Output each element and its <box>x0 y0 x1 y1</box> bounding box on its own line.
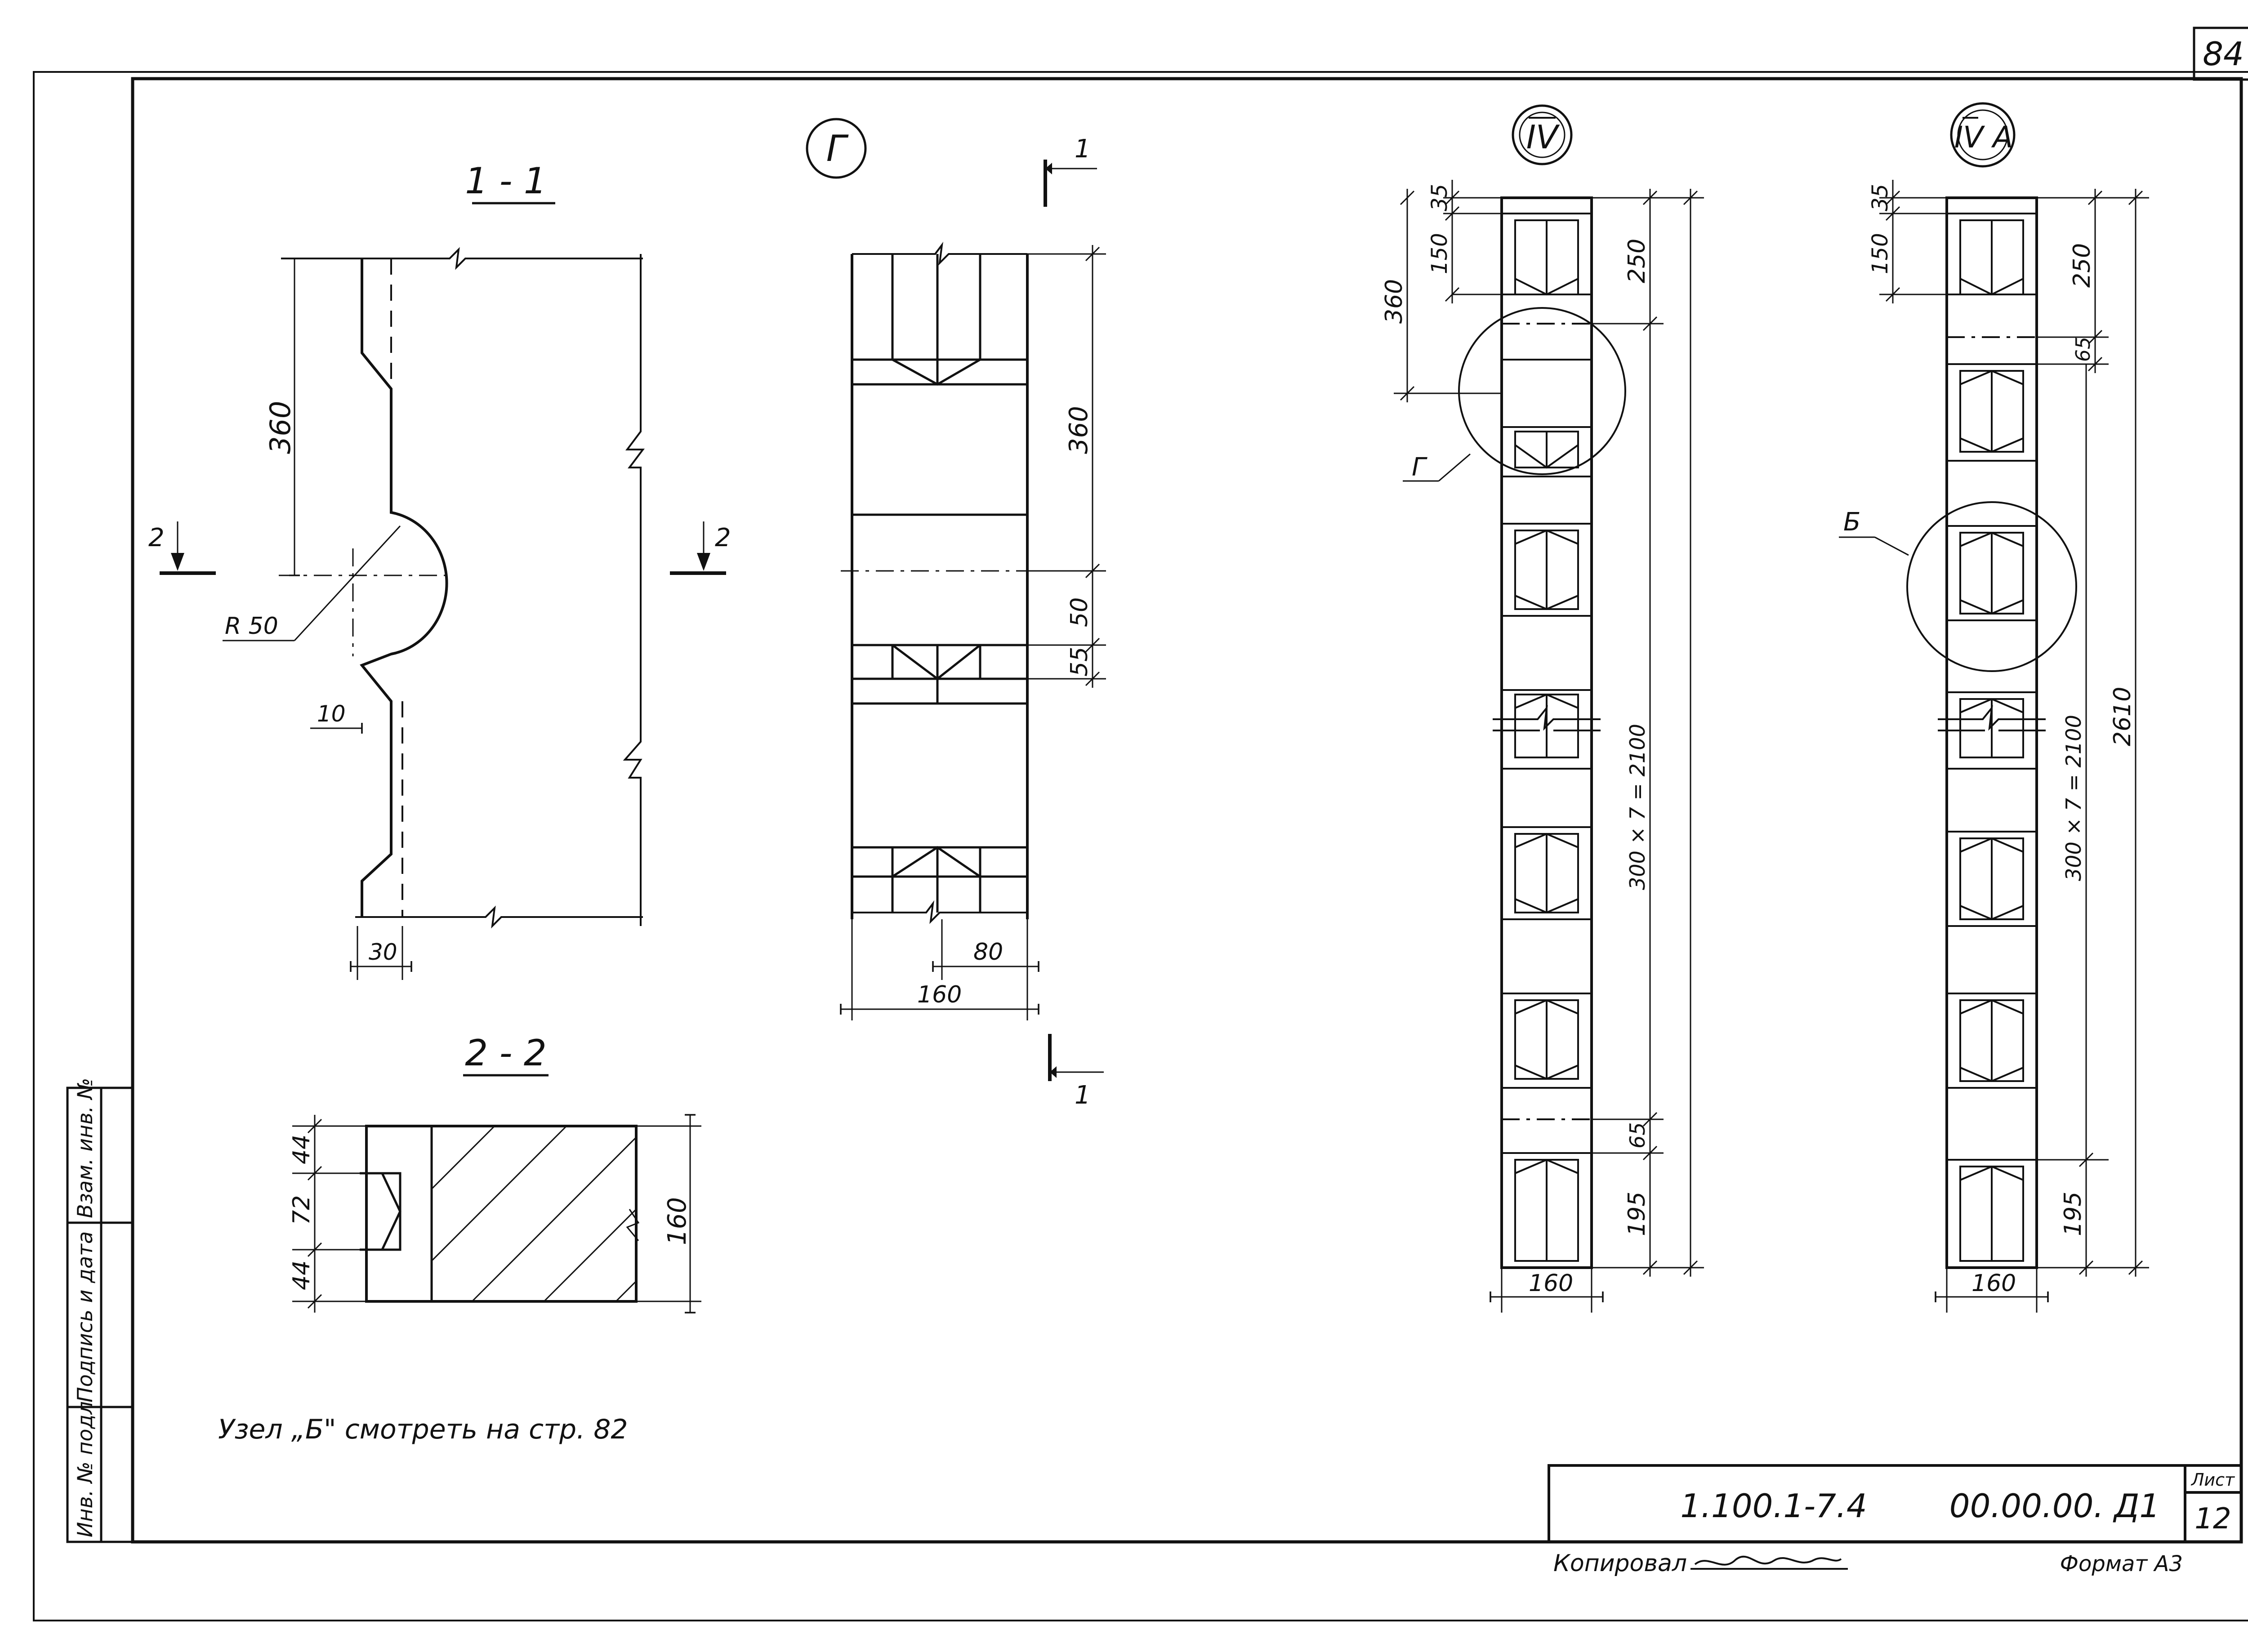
title-sheet-no: 12 <box>2194 1502 2231 1536</box>
view-iv-dim-65: 65 <box>1625 1122 1650 1149</box>
view-iv-a-bricks <box>1947 219 2037 1262</box>
view-iv-dim-360: 360 <box>1381 279 1408 324</box>
note-node-b: Узел „Б" смотреть на стр. 82 <box>218 1414 628 1445</box>
view-iv-a-callout: Б <box>1843 508 1860 537</box>
dim-2-2-72: 72 <box>288 1195 315 1225</box>
dim-g-50: 50 <box>1066 597 1093 627</box>
dim-g-55: 55 <box>1066 647 1093 677</box>
cut-mark-1-top: 1 <box>1075 134 1091 164</box>
view-iv-bricks <box>1502 219 1592 1262</box>
page-number: 84 <box>2203 35 2244 73</box>
side-stamp <box>66 1086 134 1543</box>
view-iv: IV <box>1381 104 1704 1313</box>
section-2-2-title: 2 - 2 <box>465 1032 547 1074</box>
detail-g: Г 1 1 <box>806 118 1106 1110</box>
stamp-replace-inv: Взам. инв. № <box>73 1078 97 1218</box>
view-iv-a-label: IV А <box>1954 120 2013 155</box>
cut-mark-2-right: 2 <box>715 523 731 552</box>
dim-2-2-44-bottom: 44 <box>288 1260 315 1290</box>
view-iv-a-dim-35: 35 <box>1868 184 1893 211</box>
section-2-2: 2 - 2 44 72 44 <box>288 1032 701 1314</box>
dim-g-160: 160 <box>917 981 962 1008</box>
stamp-inv-no: Инв. № подл <box>73 1401 97 1537</box>
section-1-1-title: 1 - 1 <box>465 160 547 202</box>
title-block <box>1548 1464 2243 1543</box>
view-iv-dim-pitch: 300 × 7 = 2100 <box>1625 724 1650 890</box>
title-format: Формат А3 <box>2060 1551 2183 1576</box>
dim-2-2-160: 160 <box>663 1197 692 1245</box>
dim-1-1-360: 360 <box>264 401 297 454</box>
detail-g-label: Г <box>826 128 849 169</box>
copier-signature <box>1690 1556 1848 1570</box>
dim-g-80: 80 <box>973 939 1003 966</box>
view-iv-a-dim-195: 195 <box>2060 1192 2087 1236</box>
view-iv-a-dim-2610: 2610 <box>2109 687 2136 746</box>
title-doc-code: 1.100.1-7.4 <box>1680 1487 1867 1525</box>
title-sheet-label: Лист <box>2190 1470 2235 1490</box>
view-iv-label: IV <box>1526 118 1560 156</box>
view-iv-callout: Г <box>1412 453 1427 482</box>
section-1-1: 1 - 1 360 R 50 10 30 2 2 <box>148 160 731 980</box>
title-drawing-no: 00.00.00. Д1 <box>1949 1487 2160 1525</box>
sheet-frame <box>33 27 2248 1621</box>
dim-g-360: 360 <box>1064 406 1093 454</box>
dim-2-2-44-top: 44 <box>288 1135 315 1164</box>
view-iv-a-dim-65: 65 <box>2072 337 2095 362</box>
view-iv-a-dim-pitch: 300 × 7 = 2100 <box>2061 715 2086 881</box>
view-iv-dim-35: 35 <box>1427 184 1452 211</box>
view-iv-a-dim-250: 250 <box>2069 243 2096 288</box>
title-copied-by: Копировал <box>1553 1550 1687 1577</box>
view-iv-a-dim-150: 150 <box>1868 233 1893 274</box>
dim-1-1-10: 10 <box>317 701 346 727</box>
view-iv-dim-195: 195 <box>1624 1192 1650 1236</box>
stamp-signature: Подпись и дата <box>73 1231 97 1403</box>
view-iv-dim-150: 150 <box>1427 233 1452 274</box>
dim-1-1-30: 30 <box>369 939 397 965</box>
view-iv-dim-160: 160 <box>1529 1270 1573 1297</box>
view-iv-dim-250: 250 <box>1624 239 1650 283</box>
radius-r50: R 50 <box>225 613 278 640</box>
cut-mark-1-bottom: 1 <box>1075 1081 1091 1110</box>
view-iv-a: IV А <box>1839 102 2149 1313</box>
cut-mark-2-left: 2 <box>148 523 165 552</box>
view-iv-a-dim-160: 160 <box>1971 1270 2016 1297</box>
